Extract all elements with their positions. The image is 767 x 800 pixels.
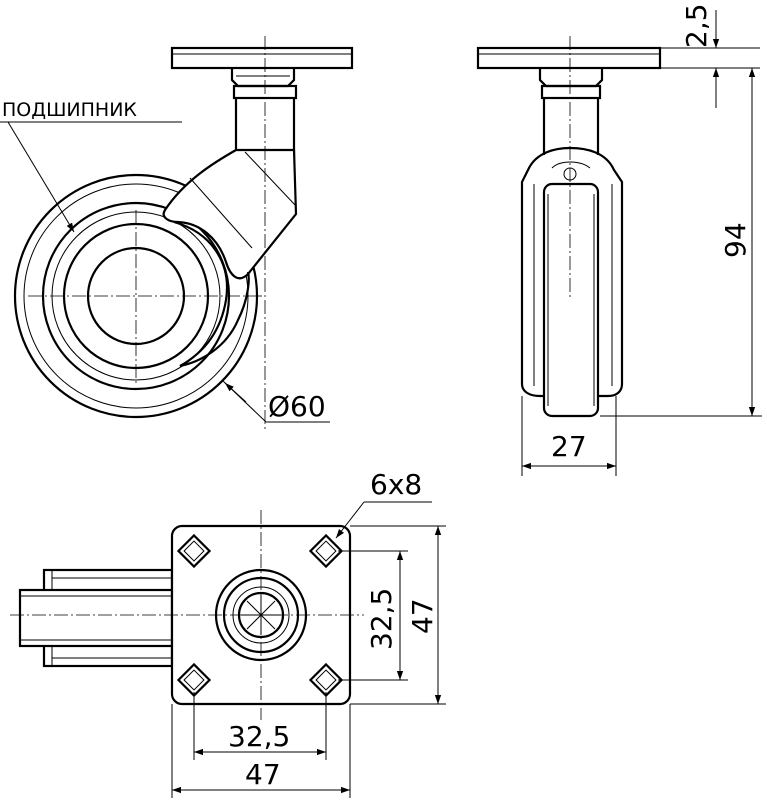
- plate-offset-label: 2,5: [680, 3, 713, 48]
- plate-size-horizontal-label: 47: [245, 758, 281, 791]
- bearing-label: ПОДШИПНИК: [2, 99, 137, 121]
- mounting-hole: [308, 662, 344, 698]
- hole-spacing-horizontal-label: 32,5: [228, 720, 290, 753]
- total-height-label: 94: [719, 222, 752, 258]
- top-view: 6x8 32,5 47 32,5 47: [10, 468, 446, 798]
- mounting-hole: [176, 533, 212, 569]
- mounting-hole: [176, 662, 212, 698]
- plate-size-vertical-label: 47: [406, 598, 439, 634]
- front-view: 2,5 94 27: [476, 3, 762, 476]
- hole-spacing-vertical-label: 32,5: [365, 588, 398, 650]
- wheel-width-label: 27: [551, 430, 587, 463]
- side-view: ПОДШИПНИК Ø60: [0, 36, 354, 430]
- mounting-hole: [308, 533, 344, 569]
- holes-label: 6x8: [370, 468, 422, 501]
- wheel-diameter-label: Ø60: [268, 390, 326, 423]
